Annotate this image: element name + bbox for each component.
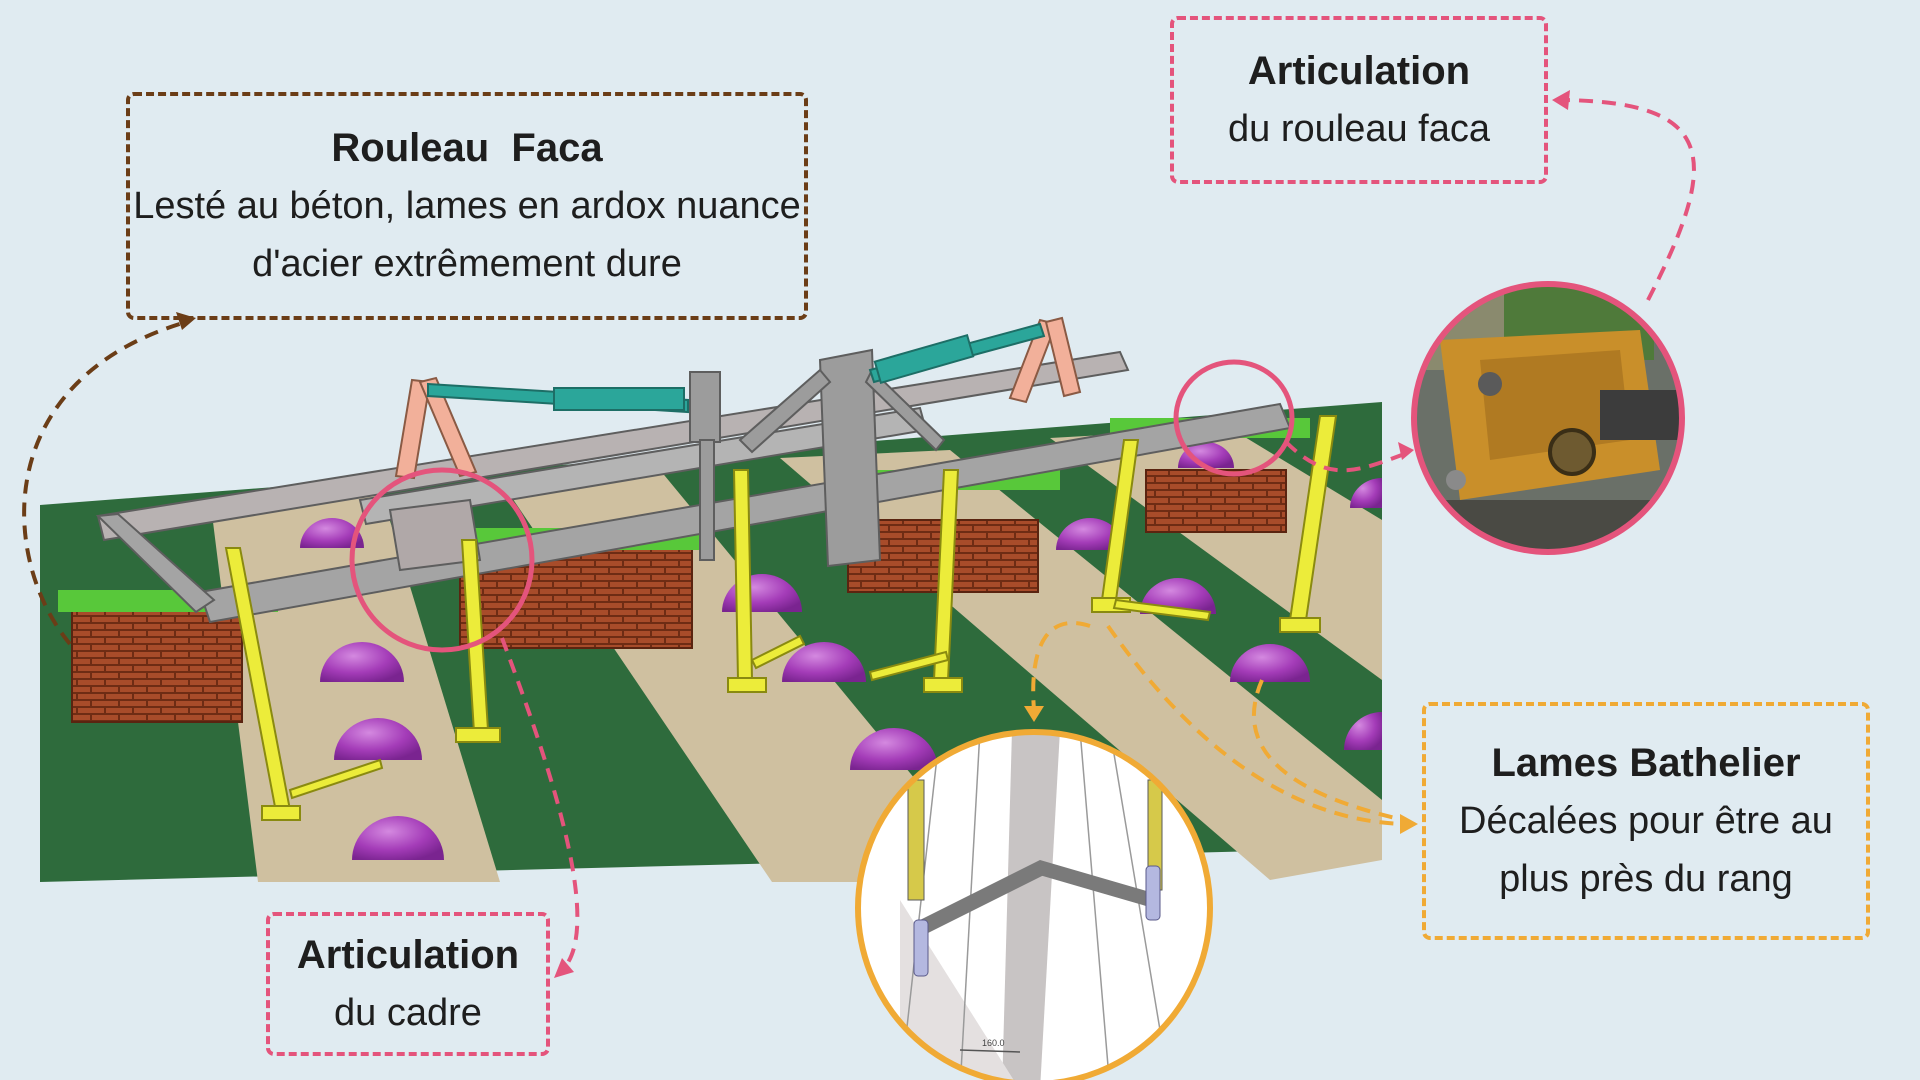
- tower-brace: [864, 368, 946, 452]
- plant: [850, 728, 938, 770]
- arrow-head: [1552, 90, 1570, 110]
- cylinder-body: [553, 387, 685, 411]
- plant: [334, 718, 422, 760]
- plant: [320, 642, 404, 682]
- callout-text: Lesté au béton, lames en ardox nuance: [133, 185, 801, 227]
- callout-text: plus près du rang: [1499, 858, 1793, 900]
- callout-text: d'acier extrêmement dure: [252, 243, 682, 285]
- callout-title: Lames Bathelier: [1491, 741, 1801, 785]
- connector-art-cadre: [500, 637, 580, 974]
- articulation-photo: [1411, 281, 1685, 555]
- plant: [1230, 644, 1310, 682]
- bracket: [388, 498, 482, 572]
- plant: [1178, 442, 1234, 468]
- brace: [750, 634, 806, 670]
- inset-tine: [913, 919, 929, 977]
- connector-art-rouleau: [1555, 98, 1696, 301]
- plant: [782, 642, 866, 682]
- connector-lames-box: [1106, 624, 1405, 826]
- inset-dimension-label: 160.0: [982, 1038, 1005, 1048]
- leg: [732, 469, 754, 681]
- brace: [288, 758, 384, 800]
- arrow-head: [1400, 814, 1418, 834]
- callout-title: Articulation: [296, 933, 520, 977]
- hydraulic-cylinders: [427, 322, 1046, 414]
- callout-text: du cadre: [334, 992, 482, 1034]
- roller: [71, 609, 243, 723]
- center-tower: [818, 348, 882, 568]
- callout-articulation-rouleau: Articulation du rouleau faca: [1170, 16, 1548, 184]
- inset-tine: [1145, 865, 1161, 921]
- connector-lames-inset: [1031, 621, 1091, 711]
- callout-rouleau-faca: Rouleau Faca Lesté au béton, lames en ar…: [126, 92, 808, 320]
- plant: [300, 518, 364, 548]
- highlight-articulation-rouleau: [1173, 359, 1295, 477]
- inset-shadow: [1002, 732, 1060, 1080]
- mast-foot: [699, 439, 715, 561]
- inset-blade: [1036, 860, 1150, 906]
- callout-lames-bathelier: Lames Bathelier Décalées pour être au pl…: [1422, 702, 1870, 940]
- mast: [689, 371, 721, 443]
- foot: [1279, 617, 1321, 633]
- roller: [1145, 469, 1287, 533]
- foot: [727, 677, 767, 693]
- plant: [1350, 478, 1382, 508]
- brace: [868, 650, 950, 682]
- foot: [261, 805, 301, 821]
- foot: [455, 727, 501, 743]
- callout-title: Rouleau Faca: [331, 126, 603, 170]
- callout-text: Décalées pour être au: [1459, 800, 1833, 842]
- connectors: [22, 90, 1696, 978]
- inset-blade: [920, 860, 1046, 934]
- callout-title: Articulation: [1247, 49, 1471, 93]
- a-frame: [418, 376, 478, 478]
- plant: [1056, 518, 1124, 550]
- a-frame: [1044, 316, 1082, 398]
- lift-a-frames: [394, 316, 1082, 480]
- inset-leg: [907, 779, 925, 901]
- field-scene: [40, 316, 1382, 882]
- connector-rouleau-faca: [22, 320, 187, 646]
- cylinder-body: [873, 333, 975, 385]
- connector-lames-rows: [1252, 679, 1405, 822]
- inset-shadow: [900, 900, 1020, 1080]
- lames-inset: 160.0: [855, 729, 1213, 1080]
- tower-brace: [738, 368, 832, 454]
- connector-photo-link: [1284, 440, 1411, 473]
- arrow-head: [554, 958, 574, 978]
- plant: [1344, 712, 1382, 750]
- arrow-head: [1398, 442, 1414, 460]
- highlight-articulation-cadre: [349, 467, 535, 653]
- callout-articulation-cadre: Articulation du cadre: [266, 912, 550, 1056]
- foot: [923, 677, 963, 693]
- callout-text: du rouleau faca: [1228, 108, 1490, 150]
- brace: [1112, 598, 1212, 622]
- plant: [352, 816, 444, 860]
- arrow-head: [1024, 706, 1044, 722]
- side-beam: [95, 512, 216, 614]
